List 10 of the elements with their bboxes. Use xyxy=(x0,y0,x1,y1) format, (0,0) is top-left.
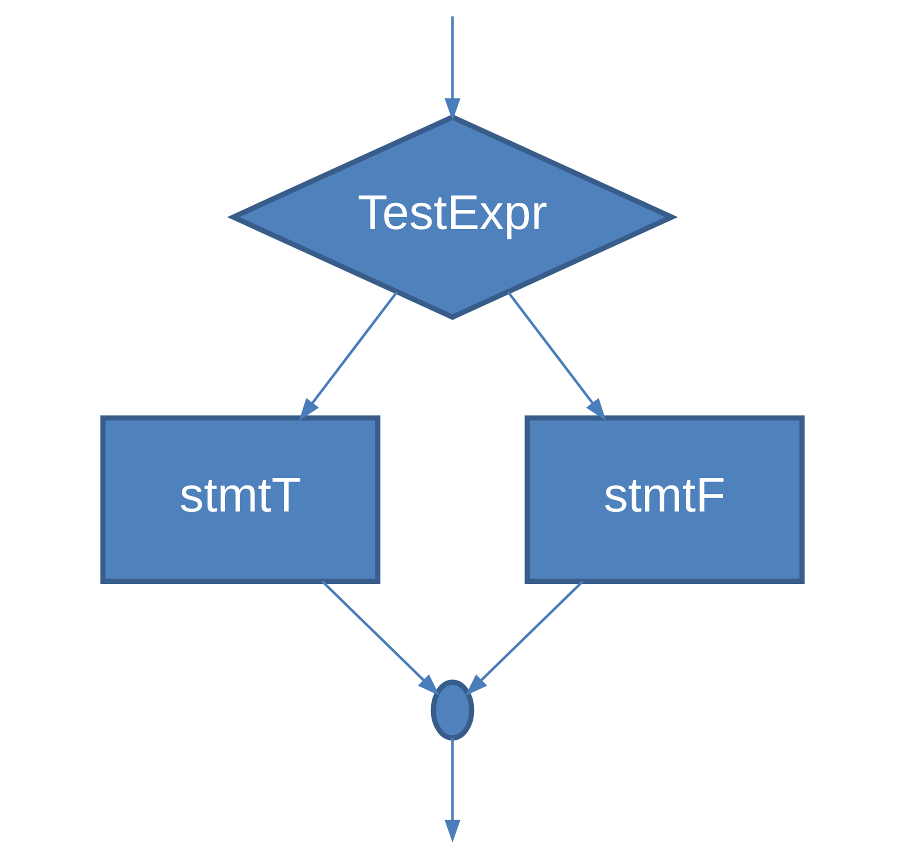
arrow xyxy=(298,291,398,421)
node-ellipse xyxy=(430,680,474,741)
arrow xyxy=(507,291,606,421)
arrow xyxy=(444,738,460,843)
node-diamond: TestExpr xyxy=(227,114,678,320)
node-box: stmtF xyxy=(524,415,805,584)
node-box: stmtT xyxy=(100,415,380,584)
arrow xyxy=(444,16,460,121)
arrow xyxy=(321,580,440,696)
arrow xyxy=(465,580,584,696)
